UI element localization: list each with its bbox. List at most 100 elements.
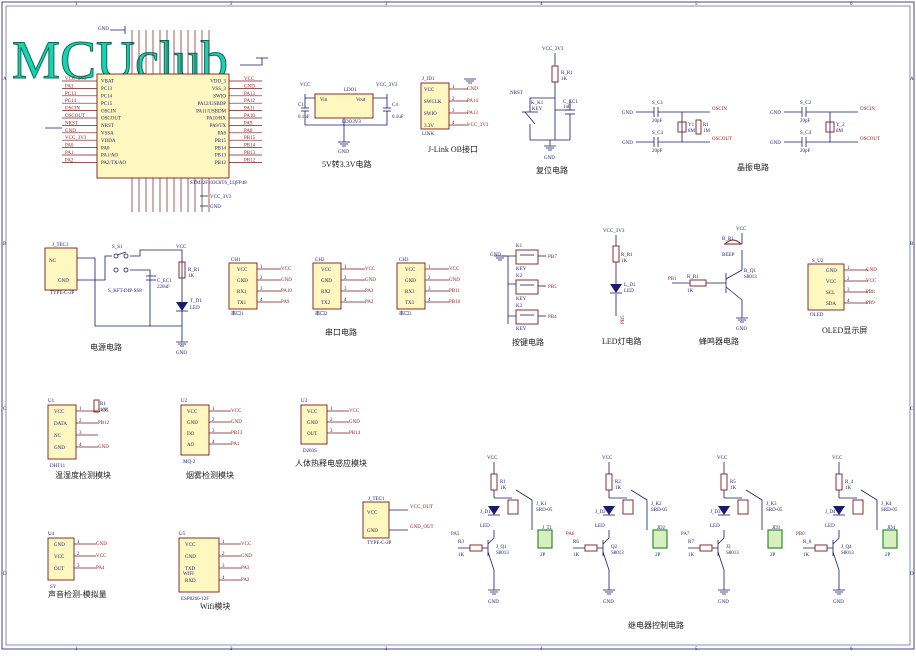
- serial-pin-label: GND: [405, 279, 416, 284]
- ldo-caption: 5V转3.3V电路: [322, 159, 372, 169]
- reset-rv: 1K: [561, 77, 568, 82]
- mq-ref: U2: [181, 399, 188, 404]
- key-ref: K2: [516, 274, 523, 279]
- relay-gnd: GND: [488, 600, 499, 605]
- mcu-right-net: PB12: [244, 158, 256, 163]
- relay-outv: 2P: [540, 553, 546, 558]
- relay-base-resistor: [469, 544, 483, 552]
- relay-wires: [458, 462, 512, 590]
- frame-col-bottom: 6: [850, 647, 853, 651]
- pir-pin-label: VCC: [307, 410, 318, 415]
- relay-rb: R_8: [803, 540, 812, 545]
- mq-net: PA1: [231, 442, 240, 447]
- frame-col-top: 5: [695, 2, 698, 7]
- frame-row-right: D: [910, 572, 914, 577]
- mcu-left-net: PC13: [65, 92, 77, 97]
- serial-pin-label: RX3: [405, 290, 415, 295]
- crystal-block: S_C120pFS_C320pFGNDGNDY18MR11MOSCINOSCOU…: [622, 101, 880, 172]
- relay-r: R1: [500, 480, 506, 485]
- relay-kv: SRD-05: [881, 508, 898, 513]
- mcu-right-net: PB13: [244, 151, 256, 156]
- relay-r: R_4: [845, 480, 854, 485]
- relay-resistor: [605, 473, 613, 491]
- serial-ref: CH3: [399, 258, 409, 263]
- mcu-left-pin-label: PC14: [101, 95, 113, 100]
- serial-pin-label: GND: [237, 279, 248, 284]
- ldo-vcc3: VCC_3V3: [376, 83, 398, 88]
- serial-pin-number: 3: [344, 287, 347, 292]
- serial-pin-number: 4: [344, 298, 347, 303]
- ldo-block: VCC VCC_3V3 LDO1 Vin Vout LDO3V3 C1 0.1u…: [298, 83, 404, 169]
- relay-out: JD3: [772, 526, 781, 531]
- serial-pin-number: 1: [344, 265, 347, 270]
- relay-gnd: GND: [833, 600, 844, 605]
- serial-pin-label: TX1: [237, 301, 247, 306]
- crystal-left-c1v: 20pF: [652, 119, 663, 124]
- dht-pin-number: 3: [79, 431, 82, 436]
- crystal-left-y: Y1: [688, 123, 695, 128]
- frame-col-bottom: 5: [695, 647, 698, 651]
- frame-row-left: A: [3, 77, 7, 82]
- key-ref: K1: [516, 244, 523, 249]
- wifi-net: GND: [241, 554, 252, 559]
- buzzer-caption: 蜂鸣器电路: [699, 336, 739, 346]
- serial-ref: CH1: [231, 258, 241, 263]
- serial-pin-number: 3: [260, 287, 263, 292]
- wifi-pin-label: TXD: [185, 567, 196, 572]
- relay-base-resistor: [814, 544, 828, 552]
- power-wires: [77, 249, 183, 342]
- sound-pin-number: 2: [77, 552, 80, 557]
- power-conn-body: [44, 247, 78, 291]
- sound-pin-label: OUT: [54, 567, 64, 572]
- relay-rb: R3: [458, 540, 464, 545]
- power-led-r: R_R1: [188, 268, 200, 273]
- mcu-right-pin-label: PB15: [215, 139, 227, 144]
- key-switch: [515, 279, 539, 295]
- power-led: T_D1: [190, 299, 202, 304]
- buzzer-q: B_Q1: [744, 269, 756, 274]
- mcu-left-net: PA1: [65, 151, 74, 156]
- relay-led-icon: [718, 506, 730, 515]
- oled-ref: S_U2: [812, 259, 824, 264]
- relay-in: PB0: [796, 532, 805, 537]
- frame-col-top: 3: [385, 2, 388, 7]
- serial-footer: 串口3: [399, 311, 412, 317]
- buzzer-qv: S8013: [744, 275, 757, 280]
- reset-caption: 复位电路: [536, 165, 568, 175]
- buzzer-r: R_R1: [687, 275, 699, 280]
- relay-ledv: LED: [825, 524, 835, 529]
- serial-footer: 串口2: [315, 311, 328, 317]
- typec2-net1: VCC_OUT: [410, 505, 433, 510]
- dht-net: GND: [98, 445, 109, 450]
- typec2-ref: J_TEC1: [368, 497, 385, 502]
- relay-r: R2: [615, 480, 621, 485]
- serial-pin-label: RX2: [321, 290, 331, 295]
- relay-base-resistor: [584, 544, 598, 552]
- dht-part: DHT11: [50, 464, 66, 469]
- frame-row-left: B: [3, 242, 7, 247]
- oled-net: PB9: [866, 301, 875, 306]
- mcu-left-net: PC14: [65, 99, 77, 104]
- mcu-left-pin-label: VSSA: [101, 132, 114, 137]
- mcu-left-pin-label: VDDA: [101, 139, 116, 144]
- buzzer-rv: 1K: [687, 289, 694, 294]
- serial-pin-label: TX3: [405, 301, 415, 306]
- ldo-c1v: 0.1uF: [298, 115, 310, 120]
- mcu-left-pin-label: OSCOUT: [101, 117, 121, 122]
- mcu-right-net: PA10: [244, 114, 255, 119]
- mcu-right-net: PA11: [244, 107, 255, 112]
- power-sw: S_S1: [112, 245, 123, 250]
- relay-q: Q2: [611, 545, 618, 550]
- pir-pin-number: 2: [330, 418, 333, 423]
- led-block: VCC_3V3 R_R1 1K L_D1 LED PB5 LED灯电路: [602, 229, 642, 346]
- serial-pin-label: RX1: [237, 290, 247, 295]
- dht-pin-number: 4: [79, 443, 82, 448]
- frame-col-bottom: 4: [540, 647, 543, 651]
- crystal-left-oscout: OSCOUT: [712, 137, 732, 142]
- mq-net: PB13: [231, 431, 243, 436]
- crystal-left-rv: 1M: [703, 129, 711, 134]
- serial-pin-label: VCC: [237, 268, 248, 273]
